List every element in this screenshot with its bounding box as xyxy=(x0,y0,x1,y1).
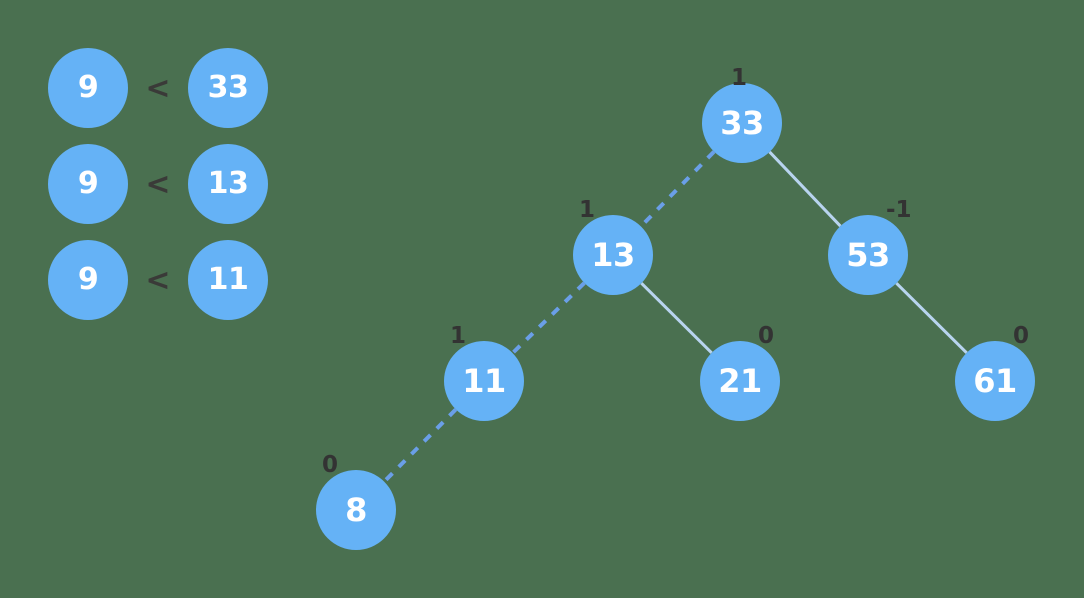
balance-factor-label: 0 xyxy=(321,452,338,478)
balance-factor-label: 0 xyxy=(1013,323,1030,349)
balance-factor-label: 0 xyxy=(758,323,775,349)
tree-node-value: 21 xyxy=(718,362,762,400)
comparison-left-node: 9 xyxy=(48,144,128,224)
tree-node: 33 xyxy=(702,83,782,163)
tree-edge-dashed xyxy=(511,281,586,355)
balance-factor-label: -1 xyxy=(886,197,912,223)
tree-node: 8 xyxy=(316,470,396,550)
comparison-row: 9 <13 xyxy=(48,144,268,224)
tree-node-value: 8 xyxy=(345,491,367,529)
balance-factor-label: 1 xyxy=(449,323,466,349)
comparison-right-value: 13 xyxy=(207,166,249,201)
tree-node: 61 xyxy=(955,341,1035,421)
comparison-list: 9 <33 9 <13 9 <11 xyxy=(48,48,268,336)
balance-factor-label: 1 xyxy=(730,65,748,91)
tree-edge-dashed xyxy=(382,407,458,484)
comparison-operator: < xyxy=(145,70,171,106)
comparison-right-node: 33 xyxy=(188,48,268,128)
comparison-left-node: 9 xyxy=(48,48,128,128)
comparison-row: 9 <11 xyxy=(48,240,268,320)
tree-node: 11 xyxy=(444,341,524,421)
comparison-left-value: 9 xyxy=(77,166,99,201)
tree-node-value: 61 xyxy=(973,362,1017,400)
comparison-operator: < xyxy=(145,262,171,298)
tree-node-value: 33 xyxy=(720,104,764,142)
comparison-left-value: 9 xyxy=(77,262,99,297)
comparison-right-node: 13 xyxy=(188,144,268,224)
tree-edge-solid xyxy=(768,150,842,228)
tree-node-value: 13 xyxy=(591,236,635,274)
comparison-row: 9 <33 xyxy=(48,48,268,128)
tree-node: 21 xyxy=(700,341,780,421)
balance-factor-label: 1 xyxy=(578,197,595,223)
tree-edge-dashed xyxy=(639,150,716,228)
tree-node: 13 xyxy=(573,215,653,295)
tree-node-value: 53 xyxy=(846,236,890,274)
comparison-operator: < xyxy=(145,166,171,202)
comparison-left-value: 9 xyxy=(77,70,99,105)
comparison-right-value: 11 xyxy=(207,262,249,297)
tree-edge-solid xyxy=(895,282,968,354)
comparison-right-value: 33 xyxy=(207,70,249,105)
tree-edge-solid xyxy=(640,282,713,354)
comparison-left-node: 9 xyxy=(48,240,128,320)
tree-node-value: 11 xyxy=(462,362,506,400)
tree-node: 53 xyxy=(828,215,908,295)
comparison-right-node: 11 xyxy=(188,240,268,320)
